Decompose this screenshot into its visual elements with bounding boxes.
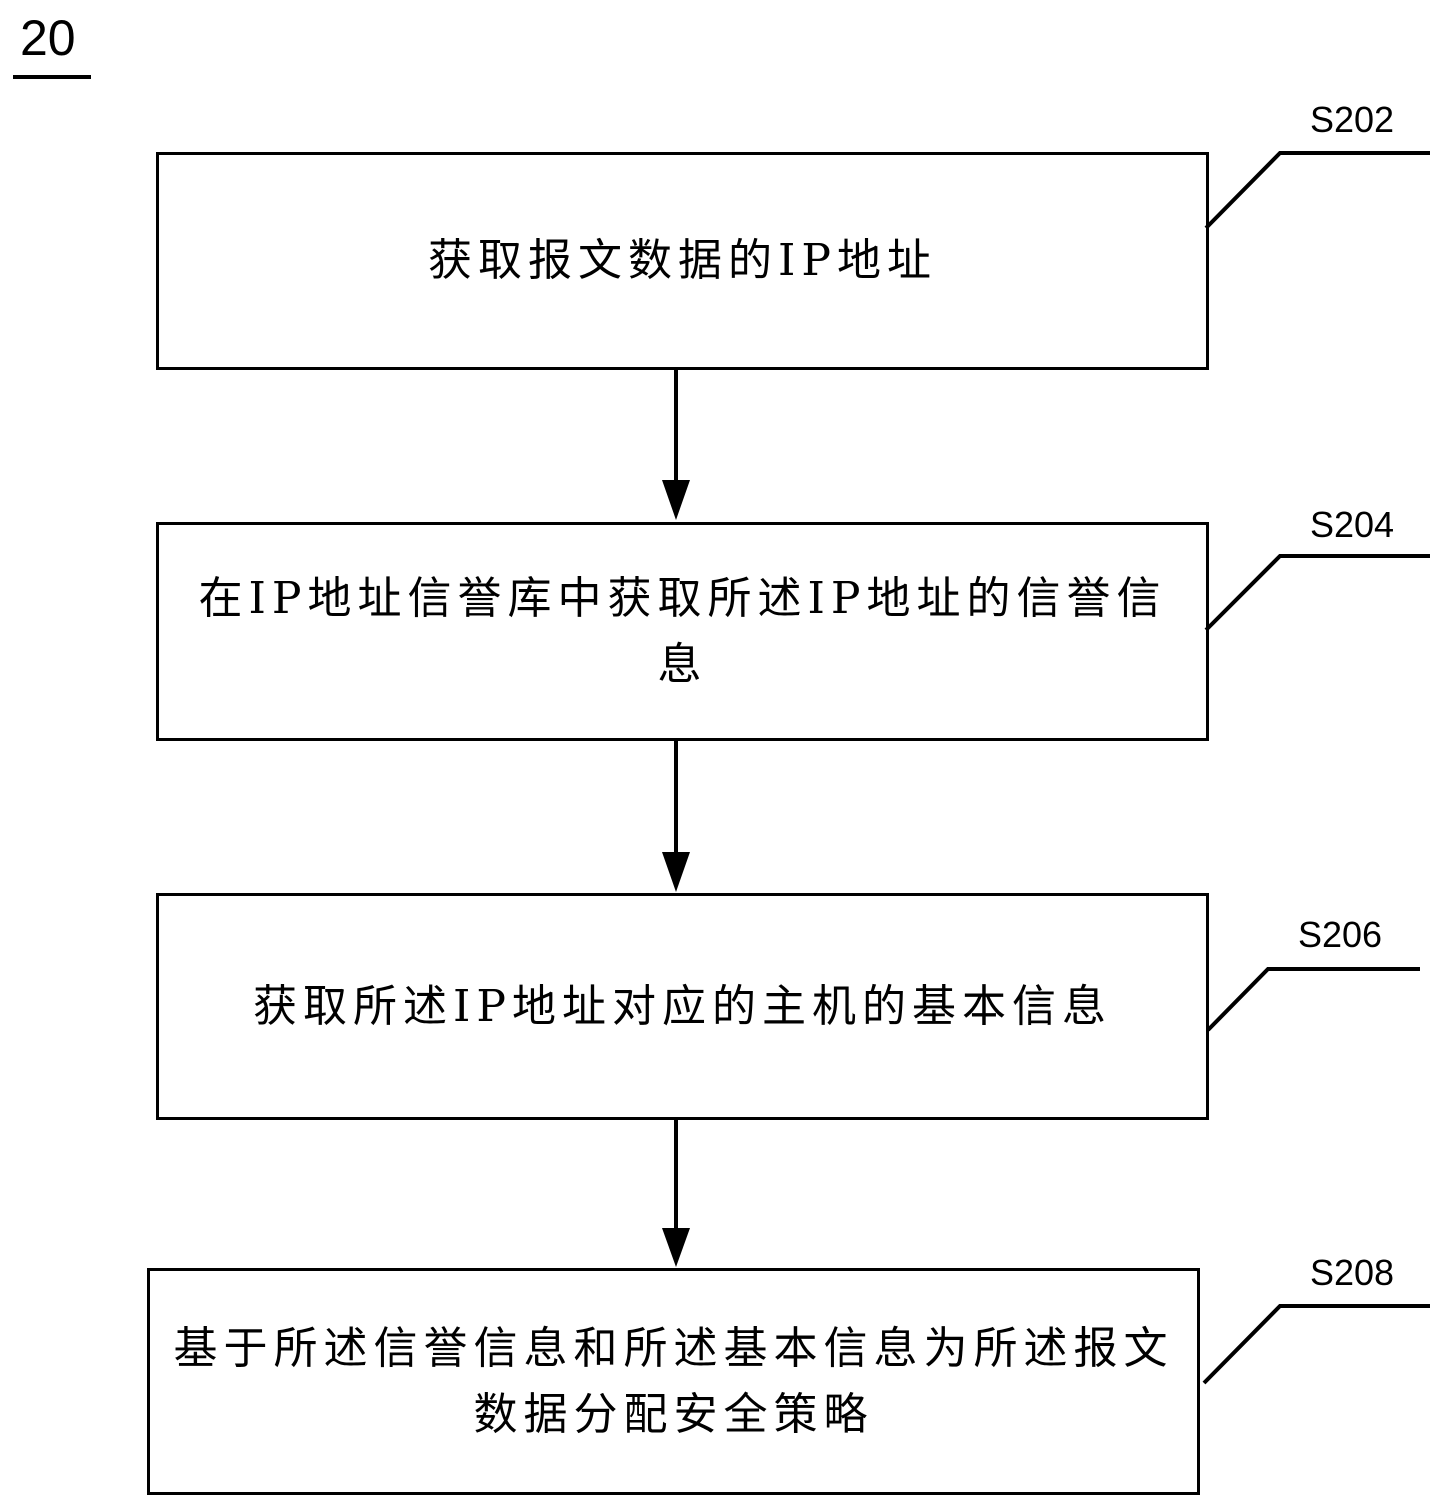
step-text-s206: 获取所述IP地址对应的主机的基本信息 [253,980,1112,1032]
step-text-s202: 获取报文数据的IP地址 [428,235,937,286]
figure-number-underline [13,75,91,79]
arrow-head-s206-s208 [662,1228,690,1267]
leader-line-s208 [1202,1304,1430,1385]
step-box-s206: 获取所述IP地址对应的主机的基本信息 [156,893,1209,1120]
step-label-s208: S208 [1310,1252,1395,1293]
figure-number: 20 [20,10,76,66]
step-text-s208: 基于所述信誉信息和所述基本信息为所述报文数据分配安全策略 [173,1322,1174,1440]
step-box-s208: 基于所述信誉信息和所述基本信息为所述报文数据分配安全策略 [147,1268,1200,1495]
step-text-s204: 在IP地址信誉库中获取所述IP地址的信誉信息 [198,572,1167,690]
step-label-s204: S204 [1310,504,1395,545]
step-box-s204: 在IP地址信誉库中获取所述IP地址的信誉信息 [156,522,1209,741]
arrow-head-s204-s206 [662,852,690,892]
leader-line-s202 [1204,151,1430,230]
step-label-s202: S202 [1310,99,1395,140]
leader-line-s206 [1206,967,1420,1032]
arrow-head-s202-s204 [662,480,690,520]
leader-line-s204 [1204,554,1430,632]
step-box-s202: 获取报文数据的IP地址 [156,152,1209,370]
step-label-s206: S206 [1298,914,1383,955]
